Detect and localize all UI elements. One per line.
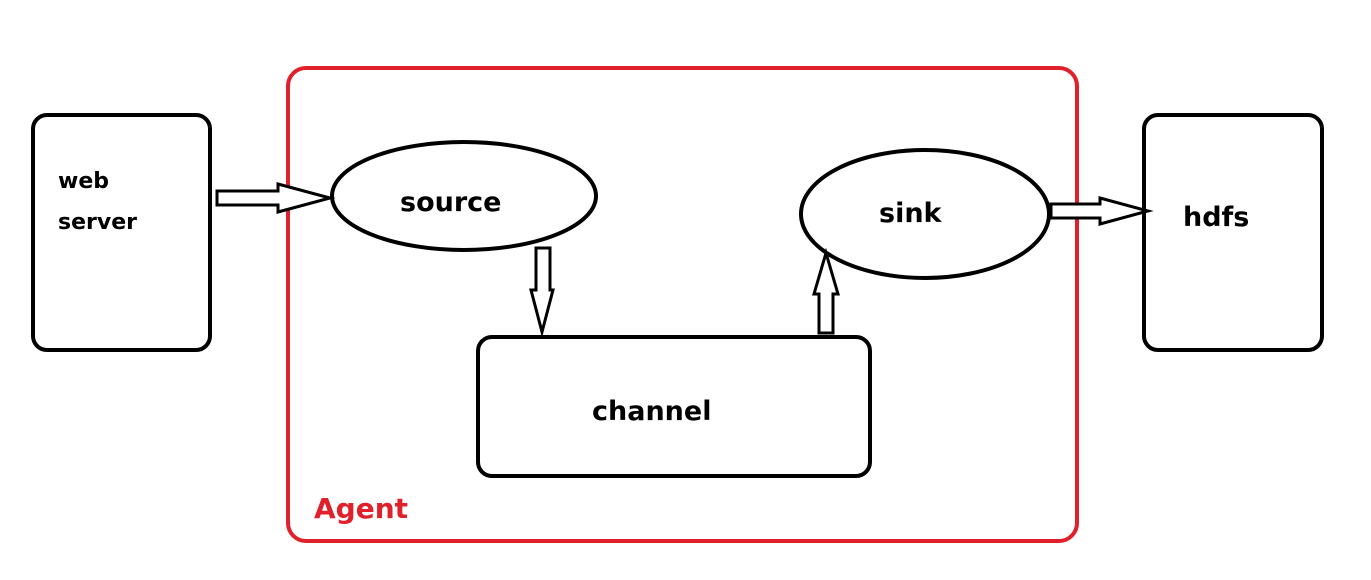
web-server-label-line2: server [58,210,137,235]
channel-box [476,335,872,478]
arrow-channel-to-sink [811,247,841,335]
web-server-label-line1: web [58,169,109,194]
channel-label: channel [592,396,711,427]
arrow-sink-to-hdfs [1049,196,1154,226]
sink-node [799,148,1051,280]
arrow-web-server-to-source [215,182,336,214]
web-server-box [31,113,212,352]
source-node [330,140,598,252]
agent-boundary [286,66,1079,543]
sink-label: sink [879,198,943,229]
hdfs-box [1142,113,1324,352]
source-label: source [400,187,501,218]
arrow-source-to-channel [529,246,555,338]
agent-label: Agent [314,492,408,525]
hdfs-label: hdfs [1183,202,1249,233]
